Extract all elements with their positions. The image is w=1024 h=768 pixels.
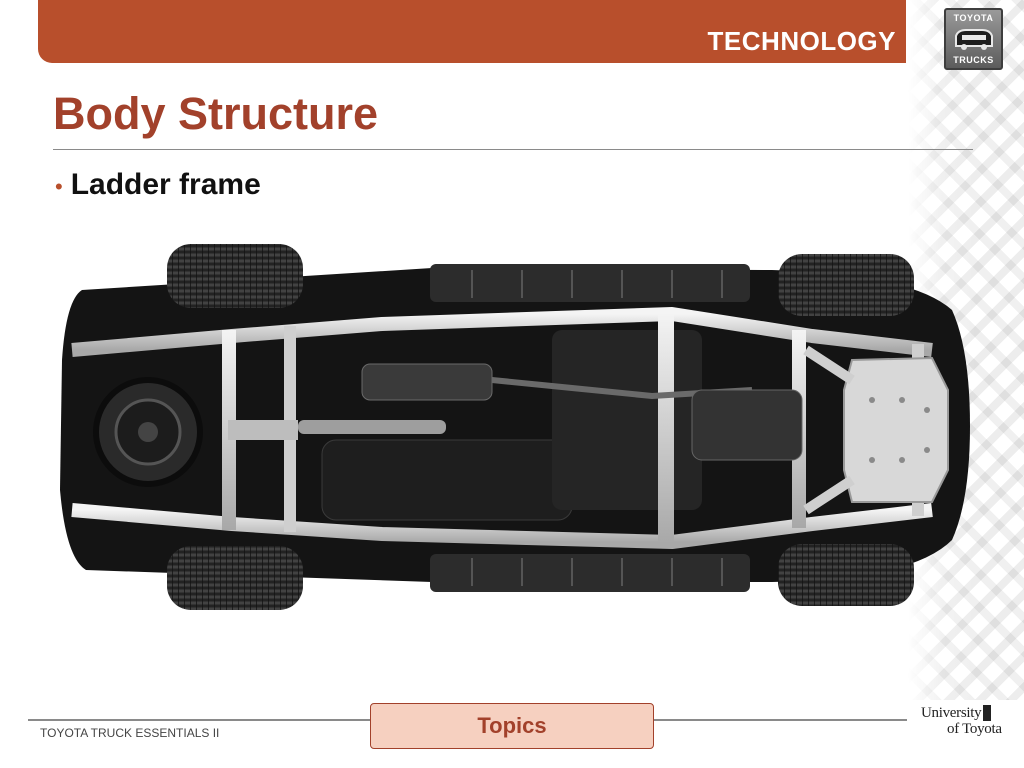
bullet-text: Ladder frame xyxy=(70,168,261,201)
university-of-toyota-logo: University of Toyota xyxy=(921,705,1005,741)
section-title: TECHNOLOGY xyxy=(707,26,896,56)
university-logo-line1: University xyxy=(921,705,982,721)
footer-divider-left xyxy=(28,719,373,721)
bullet-item: • Ladder frame xyxy=(55,168,261,202)
header-band: TECHNOLOGY xyxy=(38,0,906,63)
topics-button-label: Topics xyxy=(477,713,547,738)
logo-bottom-text: TRUCKS xyxy=(953,55,994,65)
toyota-trucks-logo: TOYOTA TRUCKS xyxy=(944,8,1003,70)
truck-underbody-chassis-image xyxy=(60,244,970,610)
topics-button[interactable]: Topics xyxy=(370,703,654,749)
footer-divider-right xyxy=(652,719,907,721)
title-divider xyxy=(53,149,973,150)
university-logo-line2: of Toyota xyxy=(947,721,1002,737)
logo-top-text: TOYOTA xyxy=(953,13,994,23)
footer-course-name: TOYOTA TRUCK ESSENTIALS II xyxy=(40,726,220,740)
tower-icon xyxy=(983,705,991,721)
bullet-dot-icon: • xyxy=(55,174,63,199)
page-title: Body Structure xyxy=(53,88,379,139)
truck-emblem-icon xyxy=(955,29,993,50)
